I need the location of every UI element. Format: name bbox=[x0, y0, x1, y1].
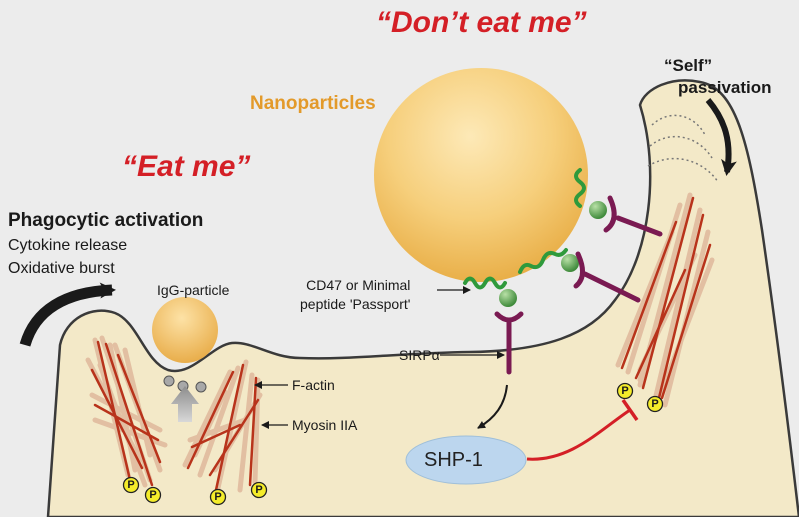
passivation-dotted-line bbox=[647, 157, 719, 183]
actin-bundle-left bbox=[85, 335, 168, 488]
f-actin-label: F-actin bbox=[292, 377, 335, 393]
phospho-marker bbox=[122, 476, 140, 494]
phospho-marker bbox=[144, 486, 162, 504]
igg-particle bbox=[152, 297, 218, 363]
phospho-label: P bbox=[214, 491, 222, 503]
nanoparticle bbox=[374, 68, 588, 282]
phospho-label: P bbox=[651, 398, 659, 410]
self-passivation-line2: passivation bbox=[678, 78, 772, 97]
passivation-dotted-line bbox=[649, 135, 713, 159]
phospho-marker bbox=[250, 481, 268, 499]
actin-bundle-right bbox=[615, 192, 715, 408]
eat-me-title: “Eat me” bbox=[122, 150, 251, 183]
phospho-marker bbox=[646, 395, 664, 413]
shp1-node bbox=[405, 435, 527, 485]
cd47-label-line2: peptide 'Passport' bbox=[300, 296, 411, 312]
phospho-label: P bbox=[149, 489, 157, 501]
inhibition-bar bbox=[621, 398, 639, 422]
ligand-dot bbox=[195, 381, 207, 393]
phospho-marker bbox=[616, 382, 634, 400]
myosin-label: Myosin IIA bbox=[292, 417, 358, 433]
actin-bundle-center bbox=[182, 359, 263, 493]
phospho-label: P bbox=[621, 385, 629, 397]
cd47-sirpa-pair-3 bbox=[574, 168, 663, 237]
phospho-marker bbox=[209, 488, 227, 506]
igg-particle-label: IgG-particle bbox=[157, 282, 230, 298]
engulf-arrow bbox=[171, 386, 199, 422]
oxidative-burst-label: Oxidative burst bbox=[8, 260, 115, 277]
cytokine-release-label: Cytokine release bbox=[8, 237, 128, 254]
ligand-dot bbox=[163, 375, 175, 387]
dont-eat-me-title: “Don’t eat me” bbox=[376, 6, 587, 39]
inhibition-line bbox=[526, 408, 631, 461]
phospho-label: P bbox=[127, 479, 135, 491]
cd47-label-line1: CD47 or Minimal bbox=[306, 277, 411, 293]
shp1-label: SHP-1 bbox=[424, 449, 483, 471]
self-passivation-line1: “Self” bbox=[664, 56, 713, 75]
sirpa-label: SIRPα bbox=[399, 347, 440, 363]
phagocytic-curved-arrow bbox=[19, 282, 116, 347]
passivation-curved-arrow bbox=[705, 98, 737, 176]
phagocytic-activation-label: Phagocytic activation bbox=[8, 210, 204, 231]
self-passivation-label: “Self” passivation bbox=[660, 55, 772, 99]
nanoparticles-label: Nanoparticles bbox=[250, 93, 376, 114]
cd47-label: CD47 or Minimal peptide 'Passport' bbox=[300, 276, 410, 314]
passivation-dotted-line bbox=[651, 114, 706, 136]
cd47-sirpa-pair-2 bbox=[518, 248, 641, 303]
signal-arrow bbox=[477, 384, 508, 429]
phospho-label: P bbox=[255, 484, 263, 496]
cd47-sirpa-pair-1 bbox=[463, 276, 524, 375]
